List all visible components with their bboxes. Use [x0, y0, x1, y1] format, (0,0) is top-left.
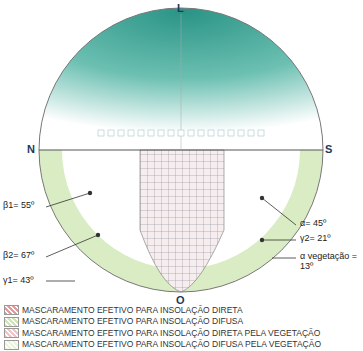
legend-swatch — [4, 317, 19, 327]
compass-letter: L — [177, 2, 184, 14]
legend-swatch — [4, 328, 19, 338]
legend-swatch — [4, 305, 19, 315]
angle-label: β2= 67º — [3, 251, 34, 261]
compass-letter: N — [27, 143, 35, 155]
angle-label: γ2= 21º — [300, 234, 331, 244]
angle-label: α vegetação = 13º — [300, 252, 358, 272]
angle-label: γ1= 43º — [3, 276, 34, 286]
compass-letter: O — [176, 294, 185, 306]
angle-label: α= 45º — [300, 219, 326, 229]
compass-letter: S — [325, 143, 332, 155]
legend-text: MASCARAMENTO EFETIVO PARA INSOLAÇÃO DIFU… — [22, 340, 321, 349]
legend-text: MASCARAMENTO EFETIVO PARA INSOLAÇÃO DIRE… — [22, 306, 243, 315]
legend-text: MASCARAMENTO EFETIVO PARA INSOLAÇÃO DIRE… — [22, 329, 320, 338]
legend-swatch — [4, 340, 19, 350]
legend-text: MASCARAMENTO EFETIVO PARA INSOLAÇÃO DIFU… — [22, 317, 243, 326]
angle-label: β1= 55º — [3, 201, 34, 211]
